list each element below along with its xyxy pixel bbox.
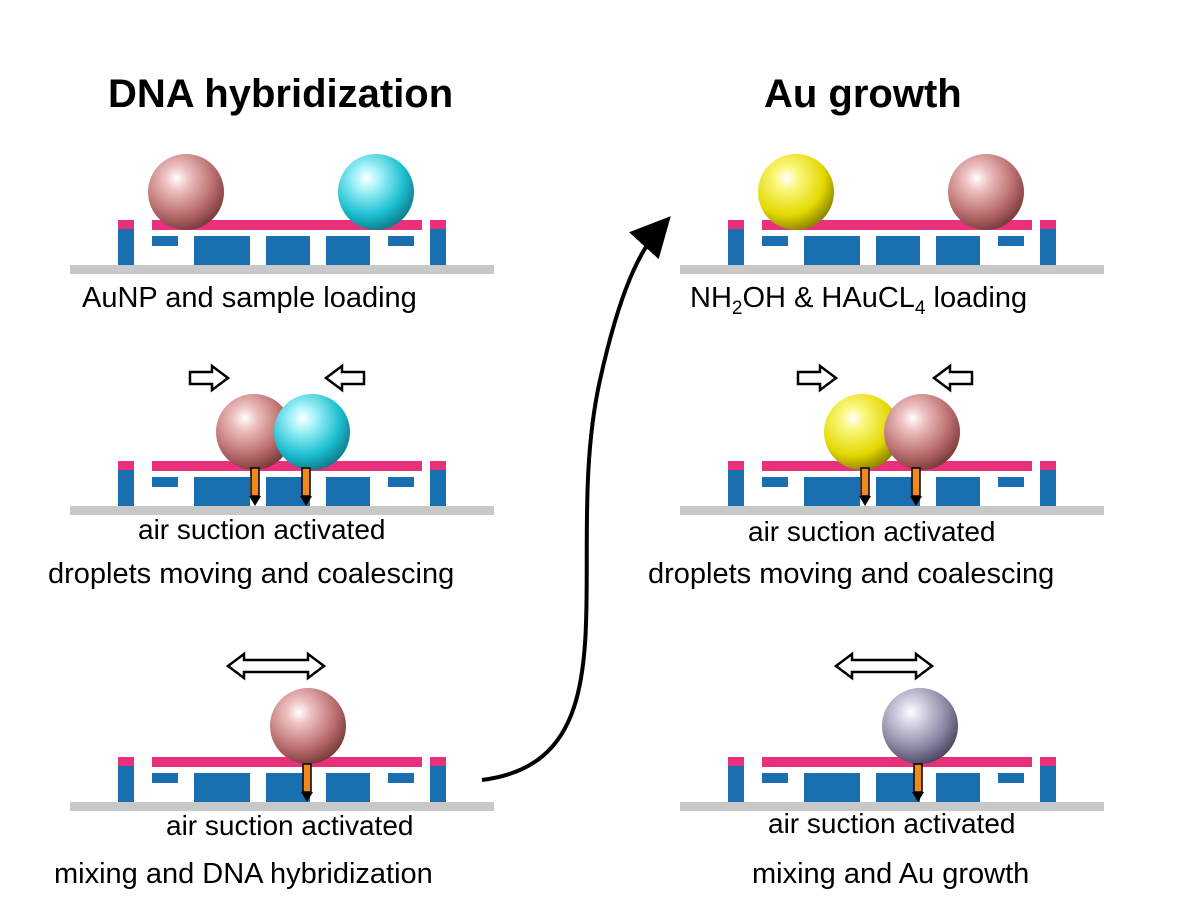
chip-left-step1 — [70, 220, 494, 274]
caption-subscript: 4 — [914, 297, 926, 319]
aunp-droplet — [216, 394, 292, 470]
process-flow-arrow — [481, 216, 671, 782]
aunp-droplet — [148, 154, 224, 230]
double-arrow-icon — [226, 652, 326, 680]
right-step3-caption-line1: air suction activated — [768, 808, 1016, 839]
left-step2-caption-line2: droplets moving and coalescing — [48, 558, 455, 590]
caption-subscript: 2 — [731, 297, 743, 319]
right-step1-caption: NH2OH & HAuCL4 loading — [690, 282, 1027, 320]
right-arrow-icon — [188, 364, 230, 392]
left-step1-caption: AuNP and sample loading — [82, 282, 417, 314]
suction-arrow-icon — [858, 467, 872, 507]
right-arrow-icon — [796, 364, 838, 392]
double-arrow-icon — [834, 652, 934, 680]
left-arrow-icon — [932, 364, 974, 392]
left-step2-caption-line1: air suction activated — [138, 514, 386, 545]
chip-left-step2 — [70, 461, 494, 515]
grown-droplet — [882, 688, 958, 764]
right-step2-caption-line1: air suction activated — [748, 516, 996, 547]
right-step3-caption-line2: mixing and Au growth — [752, 858, 1030, 890]
gold-precursor-droplet — [758, 154, 834, 230]
left-arrow-icon — [324, 364, 366, 392]
left-step3-caption-line2: mixing and DNA hybridization — [54, 858, 433, 890]
chip-right-step3 — [680, 757, 1104, 811]
right-step2-caption-line2: droplets moving and coalescing — [648, 558, 1055, 590]
hybridized-droplet — [948, 154, 1024, 230]
left-column-title: DNA hybridization — [108, 72, 454, 116]
right-column-title: Au growth — [764, 72, 962, 116]
sample-droplet — [274, 394, 350, 470]
caption-part: loading — [925, 282, 1028, 314]
sample-droplet — [338, 154, 414, 230]
hybridized-droplet — [884, 394, 960, 470]
left-step3-caption-line1: air suction activated — [166, 810, 414, 841]
caption-part: OH & HAuCL — [742, 282, 915, 314]
caption-part: NH — [690, 282, 732, 314]
suction-arrow-icon — [248, 467, 262, 507]
gold-precursor-droplet — [824, 394, 900, 470]
hybridized-droplet — [270, 688, 346, 764]
chip-left-step3 — [70, 757, 494, 811]
chip-right-step1 — [680, 220, 1104, 274]
chip-right-step2 — [680, 461, 1104, 515]
